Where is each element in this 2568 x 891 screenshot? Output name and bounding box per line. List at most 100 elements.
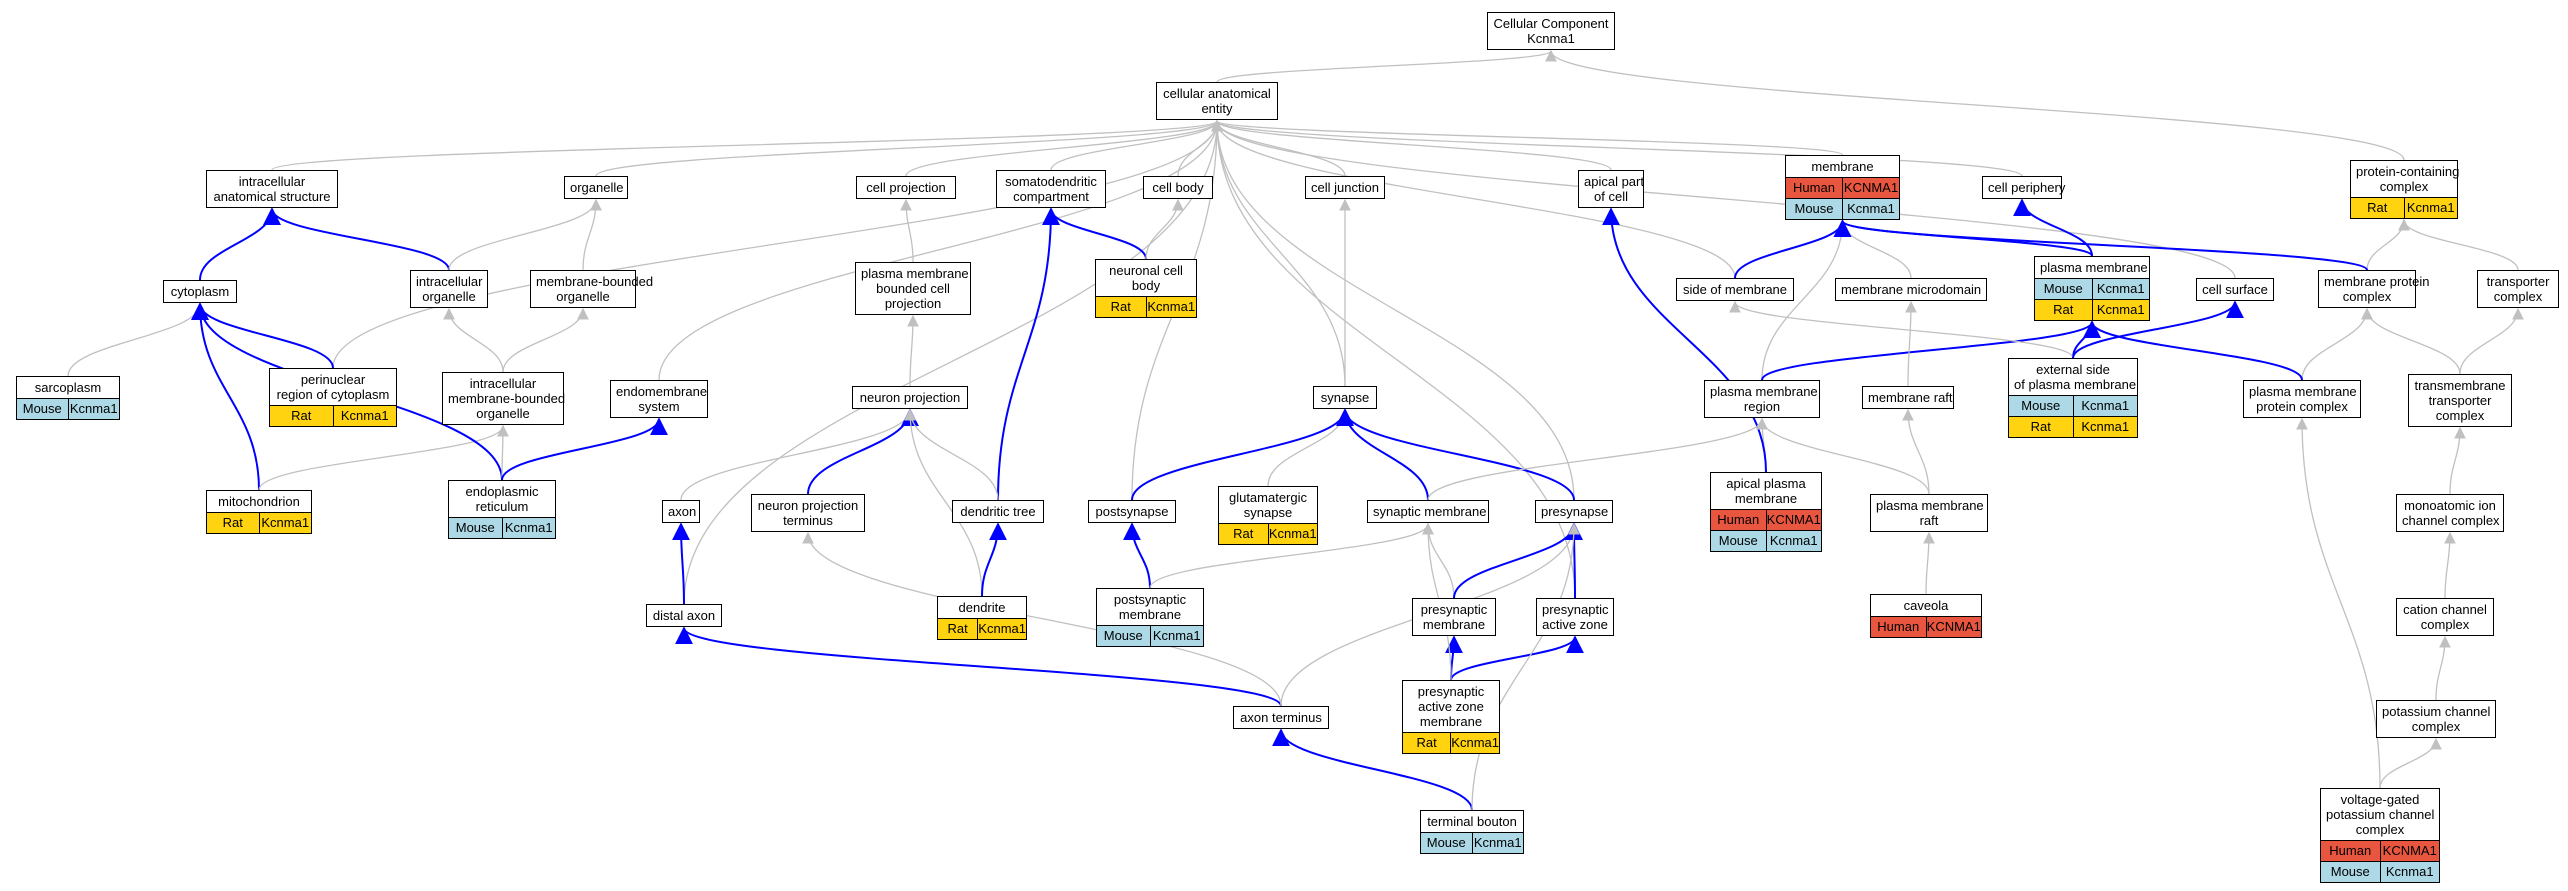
gene-cell: KCNMA1 — [1925, 617, 1981, 637]
term-label-line: cation channel — [2403, 602, 2487, 617]
go-term-cellperiph: cell periphery — [1982, 176, 2066, 199]
term-label-line: membrane-bounded — [448, 391, 566, 406]
term-label: distal axon — [647, 605, 721, 626]
edge-axon-to-neuronproj — [680, 408, 916, 501]
term-label-line: cell periphery — [1988, 180, 2066, 195]
edge-synapse-to-cae — [1211, 119, 1346, 387]
edge-sideofmem-to-cae — [1211, 119, 1736, 279]
term-label-line: cell body — [1152, 180, 1204, 195]
highlighted-edge-axonterm-to-distalaxon — [675, 626, 1282, 707]
go-term-distalaxon: distal axon — [646, 604, 722, 627]
gene-cell: Kcnma1 — [501, 518, 555, 538]
edge-mpc-to-pcc — [2366, 218, 2410, 271]
term-label: side of membrane — [1677, 279, 1793, 300]
term-label: mitochondrion — [207, 491, 311, 512]
edge-cation-to-maicc — [2444, 531, 2456, 599]
term-label-line: membrane — [1118, 607, 1182, 622]
term-label: cell periphery — [1983, 177, 2066, 198]
edge-tbouton-to-presyn — [1471, 522, 1580, 811]
term-label-line: side of membrane — [1682, 282, 1788, 297]
term-label-line: of cell — [1594, 189, 1628, 204]
edge-pmraft-to-pmregion — [1756, 417, 1930, 495]
term-label-line: membrane — [1734, 491, 1798, 506]
species-cell: Mouse — [1421, 833, 1472, 853]
term-label-line: mitochondrion — [218, 494, 300, 509]
edge-vgkcc-to-kcc — [2379, 737, 2442, 789]
term-label-line: cell projection — [866, 180, 946, 195]
species-cell: Rat — [1096, 297, 1146, 317]
term-label-line: axon — [668, 504, 697, 519]
species-cell: Rat — [938, 619, 978, 639]
edge-cae-to-root — [1216, 49, 1557, 83]
term-label-line: voltage-gated — [2340, 792, 2420, 807]
highlighted-edge-intraorg-to-ias — [263, 207, 450, 271]
edge-ncb-to-cellbody — [1145, 198, 1184, 260]
term-label: plasma membrane — [2035, 257, 2149, 278]
species-cell: Mouse — [2035, 279, 2092, 299]
term-label-line: potassium channel — [2326, 807, 2435, 822]
term-label-line: external side — [2036, 362, 2110, 377]
term-label-line: active zone — [1418, 699, 1484, 714]
edge-glut-to-synapse — [1267, 408, 1351, 487]
term-label-line: organelle — [556, 289, 610, 304]
gene-cell: Kcnma1 — [2072, 396, 2137, 416]
term-label-line: intracellular — [469, 376, 537, 391]
term-label: cell body — [1144, 177, 1212, 198]
term-label-line: bounded cell — [876, 281, 950, 296]
highlighted-edge-psm-to-postsyn — [1123, 522, 1151, 589]
species-cell: Rat — [2035, 300, 2092, 320]
highlighted-edge-synmem-to-synapse — [1336, 408, 1429, 501]
term-label-line: presynapse — [1541, 504, 1609, 519]
species-cell: Human — [1786, 178, 1842, 198]
term-label-line: plasma membrane — [861, 266, 969, 281]
gene-cell: Kcnma1 — [1145, 297, 1196, 317]
term-label-line: terminal bouton — [1427, 814, 1517, 829]
edge-endomem-to-cae — [658, 119, 1223, 381]
edge-memraft-to-memmicro — [1905, 300, 1917, 387]
go-term-axonterm: axon terminus — [1233, 706, 1329, 729]
term-label: sarcoplasm — [17, 377, 119, 398]
term-label-line: dendrite — [958, 600, 1006, 615]
term-label-line: presynaptic — [1542, 602, 1609, 617]
term-label: membrane — [1786, 156, 1899, 177]
species-cell: Mouse — [1097, 626, 1150, 646]
gene-cell: Kcnma1 — [977, 619, 1026, 639]
go-term-organelle: organelle — [564, 176, 628, 199]
term-label-line: membrane microdomain — [1841, 282, 1982, 297]
gene-cell: Kcnma1 — [1842, 199, 1899, 219]
gene-cell: Kcnma1 — [1450, 733, 1499, 753]
term-label-line: plasma membrane — [1710, 384, 1818, 399]
go-term-cellproj: cell projection — [856, 176, 956, 199]
species-cell: Human — [1871, 617, 1926, 637]
term-label-line: neuronal cell — [1109, 263, 1183, 278]
gene-cell: KCNMA1 — [2379, 841, 2439, 861]
term-label-line: anatomical structure — [213, 189, 331, 204]
term-label-line: protein complex — [2256, 399, 2348, 414]
term-label: presynapse — [1536, 501, 1612, 522]
species-cell: Mouse — [17, 399, 68, 419]
highlighted-edge-npt-to-neuronproj — [807, 408, 919, 495]
